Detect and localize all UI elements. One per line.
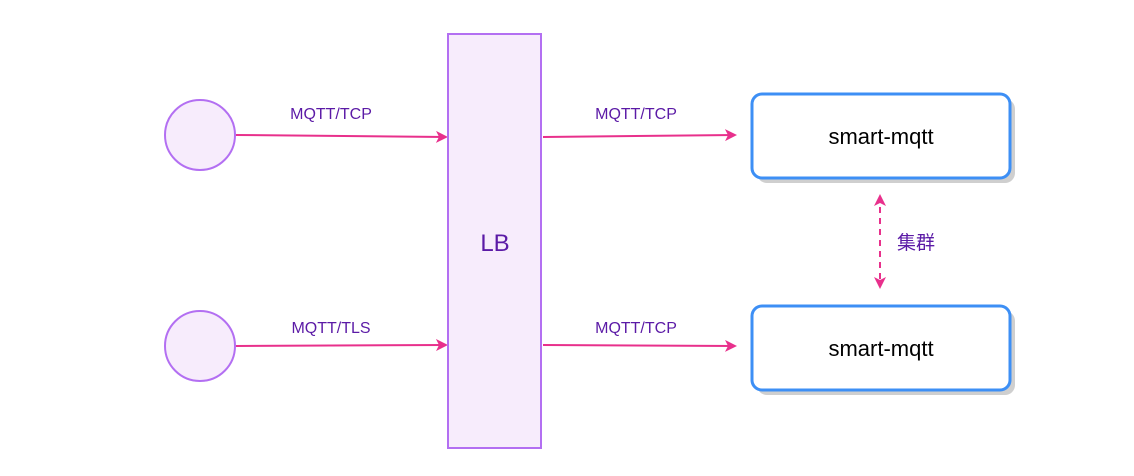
client-2-protocol-label: MQTT/TLS (291, 320, 370, 337)
load-balancer-label: LB (480, 230, 509, 257)
lb-to-server-2-arrow (542, 339, 737, 352)
server-2-protocol-label: MQTT/TCP (595, 320, 677, 337)
server-2-label: smart-mqtt (828, 336, 933, 361)
client-node-2 (164, 310, 236, 382)
client-1-protocol-label: MQTT/TCP (290, 106, 372, 123)
load-balancer-node (447, 33, 542, 449)
client-node-1 (164, 99, 236, 171)
server-1-protocol-label: MQTT/TCP (595, 106, 677, 123)
server-node-1 (750, 92, 1012, 180)
lb-to-server-1-arrow (542, 129, 737, 142)
client-1-to-lb-arrow (235, 130, 448, 143)
server-1-label: smart-mqtt (828, 124, 933, 149)
server-node-2 (750, 304, 1012, 392)
client-2-to-lb-arrow (235, 339, 448, 352)
cluster-label: 集群 (897, 232, 935, 254)
